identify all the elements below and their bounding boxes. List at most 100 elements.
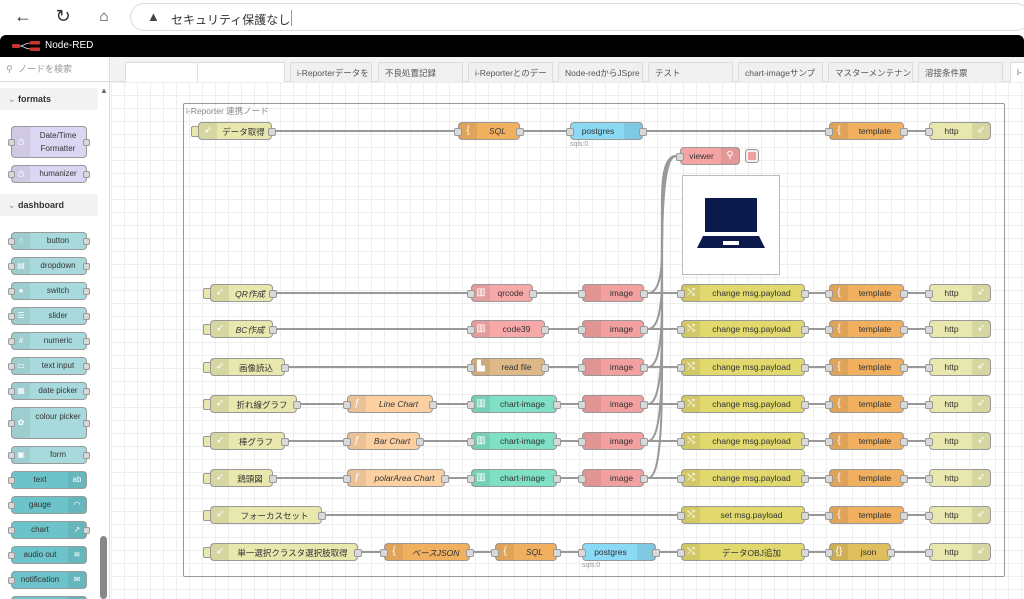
input-port[interactable]	[578, 437, 586, 446]
change-node[interactable]: ⤭データOBJ追加	[677, 543, 809, 561]
input-port[interactable]	[8, 363, 15, 370]
output-port[interactable]	[640, 363, 648, 372]
palette-node-ui-control[interactable]: ➧ui control	[11, 596, 87, 599]
input-port[interactable]	[491, 548, 499, 557]
output-port[interactable]	[318, 511, 326, 520]
output-port[interactable]	[553, 437, 561, 446]
input-port[interactable]	[566, 127, 574, 136]
palette-node-notification[interactable]: ✉notification	[8, 571, 87, 589]
template-node[interactable]: {template	[825, 432, 908, 450]
output-port[interactable]	[281, 363, 289, 372]
tab[interactable]: Node-redからJSpre	[558, 62, 643, 82]
palette-scrollbar[interactable]: ▲	[98, 82, 110, 599]
output-port[interactable]	[801, 437, 809, 446]
tab[interactable]: i-Reporterデータを	[290, 62, 372, 82]
output-port[interactable]	[900, 363, 908, 372]
inject-button[interactable]	[203, 362, 211, 373]
input-port[interactable]	[8, 527, 15, 534]
change-node[interactable]: ⤭set msg.payload	[677, 506, 809, 524]
inject-node[interactable]: ➶BC作成	[203, 320, 277, 338]
input-port[interactable]	[925, 289, 933, 298]
output-port[interactable]	[801, 289, 809, 298]
tab[interactable]: マスターメンテナン	[828, 62, 913, 82]
input-port[interactable]	[925, 400, 933, 409]
output-port[interactable]	[801, 400, 809, 409]
palette-node-gauge[interactable]: ◠gauge	[8, 496, 87, 514]
input-port[interactable]	[677, 511, 685, 520]
image-node[interactable]: image	[578, 284, 648, 302]
output-port[interactable]	[83, 171, 90, 178]
viewer-toggle-button[interactable]	[745, 149, 759, 163]
input-port[interactable]	[8, 313, 15, 320]
input-port[interactable]	[578, 548, 586, 557]
output-port[interactable]	[553, 548, 561, 557]
palette-node-numeric[interactable]: #numeric	[8, 332, 90, 350]
palette-category-formats[interactable]: ⌄ formats	[0, 88, 98, 110]
input-port[interactable]	[467, 400, 475, 409]
input-port[interactable]	[454, 127, 462, 136]
inject-button[interactable]	[203, 510, 211, 521]
input-port[interactable]	[925, 127, 933, 136]
output-port[interactable]	[83, 420, 90, 427]
qrcode-node[interactable]: ▥qrcode	[467, 284, 537, 302]
inject-node[interactable]: ➶鶏頭図	[203, 469, 277, 487]
input-port[interactable]	[8, 139, 15, 146]
inject-button[interactable]	[203, 547, 211, 558]
input-port[interactable]	[825, 363, 833, 372]
input-port[interactable]	[8, 477, 15, 484]
input-port[interactable]	[467, 363, 475, 372]
input-port[interactable]	[467, 289, 475, 298]
output-port[interactable]	[900, 437, 908, 446]
output-port[interactable]	[83, 388, 90, 395]
input-port[interactable]	[8, 577, 15, 584]
tab[interactable]: i-	[1010, 62, 1024, 82]
output-port[interactable]	[640, 400, 648, 409]
output-port[interactable]	[83, 238, 90, 245]
reload-icon[interactable]: ↻	[55, 6, 71, 26]
input-port[interactable]	[8, 288, 15, 295]
output-port[interactable]	[553, 474, 561, 483]
palette-node-dropdown[interactable]: ▤dropdown	[8, 257, 90, 275]
inject-node[interactable]: ➶画像読込	[203, 358, 289, 376]
input-port[interactable]	[578, 325, 586, 334]
template-node[interactable]: {template	[825, 469, 908, 487]
input-port[interactable]	[8, 452, 15, 459]
output-port[interactable]	[900, 400, 908, 409]
output-port[interactable]	[801, 511, 809, 520]
output-port[interactable]	[269, 325, 277, 334]
address-bar[interactable]: ▲ セキュリティ保護なし	[130, 3, 1024, 31]
input-port[interactable]	[677, 400, 685, 409]
output-port[interactable]	[640, 437, 648, 446]
output-port[interactable]	[83, 263, 90, 270]
output-port[interactable]	[900, 289, 908, 298]
input-port[interactable]	[825, 548, 833, 557]
palette-node-date-time-formatter[interactable]: ◷Date/Time Formatter	[8, 126, 90, 158]
palette-node-form[interactable]: ▣form	[8, 446, 90, 464]
output-port[interactable]	[83, 363, 90, 370]
inject-node[interactable]: ➶QR作成	[203, 284, 277, 302]
input-port[interactable]	[925, 325, 933, 334]
input-port[interactable]	[825, 474, 833, 483]
palette-node-date-picker[interactable]: ▦date picker	[8, 382, 90, 400]
output-port[interactable]	[83, 338, 90, 345]
palette-node-text-input[interactable]: ▭text input	[8, 357, 90, 375]
template-node[interactable]: {template	[825, 284, 908, 302]
http-node[interactable]: ➶http	[925, 122, 991, 140]
palette-node-colour-picker[interactable]: ✿colour picker	[8, 407, 90, 439]
change-node[interactable]: ⤭change msg.payload	[677, 469, 809, 487]
input-port[interactable]	[8, 420, 15, 427]
image-node[interactable]: image	[578, 395, 648, 413]
output-port[interactable]	[640, 474, 648, 483]
image-node[interactable]: image	[578, 320, 648, 338]
output-port[interactable]	[801, 474, 809, 483]
input-port[interactable]	[8, 263, 15, 270]
input-port[interactable]	[676, 152, 684, 161]
output-port[interactable]	[900, 127, 908, 136]
output-port[interactable]	[801, 363, 809, 372]
inject-button[interactable]	[191, 126, 199, 137]
http-node[interactable]: ➶http	[925, 543, 991, 561]
input-port[interactable]	[8, 338, 15, 345]
input-port[interactable]	[467, 437, 475, 446]
